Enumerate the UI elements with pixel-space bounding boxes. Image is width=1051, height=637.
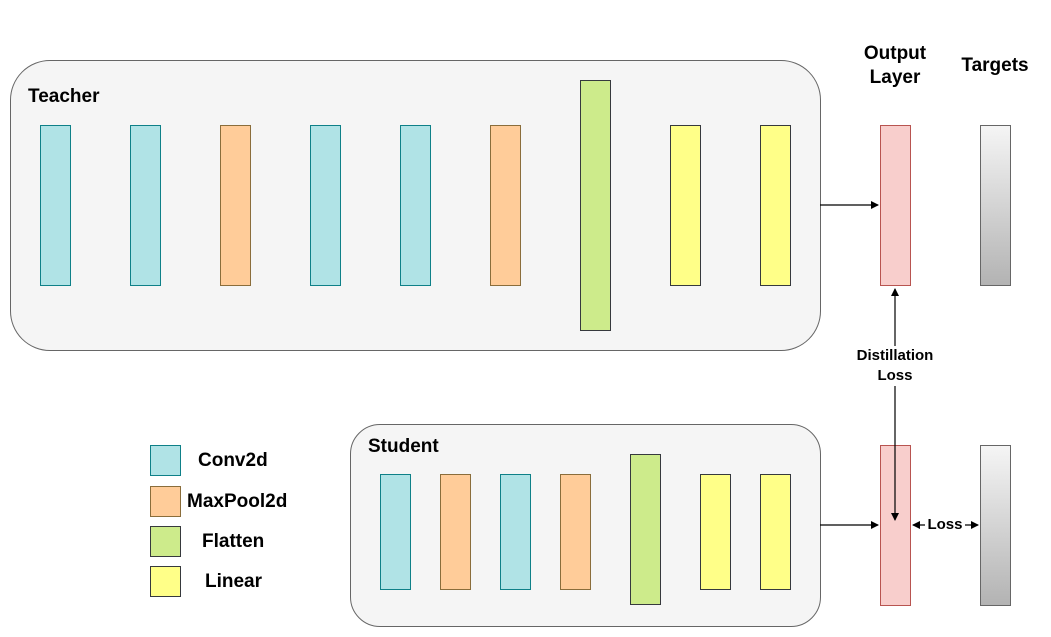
legend-maxpool2d-swatch xyxy=(150,486,181,517)
student-conv2d-layer-2 xyxy=(500,474,531,590)
teacher-output-layer xyxy=(880,125,911,286)
legend-linear-label: Linear xyxy=(205,571,263,592)
teacher-linear-layer-1 xyxy=(670,125,701,286)
teacher-conv2d-layer-2 xyxy=(130,125,161,286)
legend-flatten-label: Flatten xyxy=(202,531,265,552)
targets-header: Targets xyxy=(961,55,1029,76)
teacher-flatten-layer xyxy=(580,80,611,331)
distillation-loss-label: Distillation Loss xyxy=(845,346,945,386)
student-conv2d-layer-1 xyxy=(380,474,411,590)
student-title: Student xyxy=(368,436,439,457)
teacher-targets xyxy=(980,125,1011,286)
student-flatten-layer xyxy=(630,454,661,605)
teacher-maxpool2d-layer-1 xyxy=(220,125,251,286)
legend-conv2d-swatch xyxy=(150,445,181,476)
legend-conv2d-label: Conv2d xyxy=(198,450,268,471)
output-layer-header: Output Layer xyxy=(863,43,927,88)
student-linear-layer-2 xyxy=(760,474,791,590)
legend-maxpool2d-label: MaxPool2d xyxy=(187,491,288,512)
student-maxpool2d-layer-1 xyxy=(440,474,471,590)
student-targets xyxy=(980,445,1011,606)
legend-linear-swatch xyxy=(150,566,181,597)
student-linear-layer-1 xyxy=(700,474,731,590)
teacher-title: Teacher xyxy=(28,86,100,107)
legend-flatten-swatch xyxy=(150,526,181,557)
teacher-conv2d-layer-3 xyxy=(310,125,341,286)
student-maxpool2d-layer-2 xyxy=(560,474,591,590)
teacher-maxpool2d-layer-2 xyxy=(490,125,521,286)
teacher-conv2d-layer-1 xyxy=(40,125,71,286)
teacher-conv2d-layer-4 xyxy=(400,125,431,286)
loss-label: Loss xyxy=(925,516,965,533)
teacher-linear-layer-2 xyxy=(760,125,791,286)
